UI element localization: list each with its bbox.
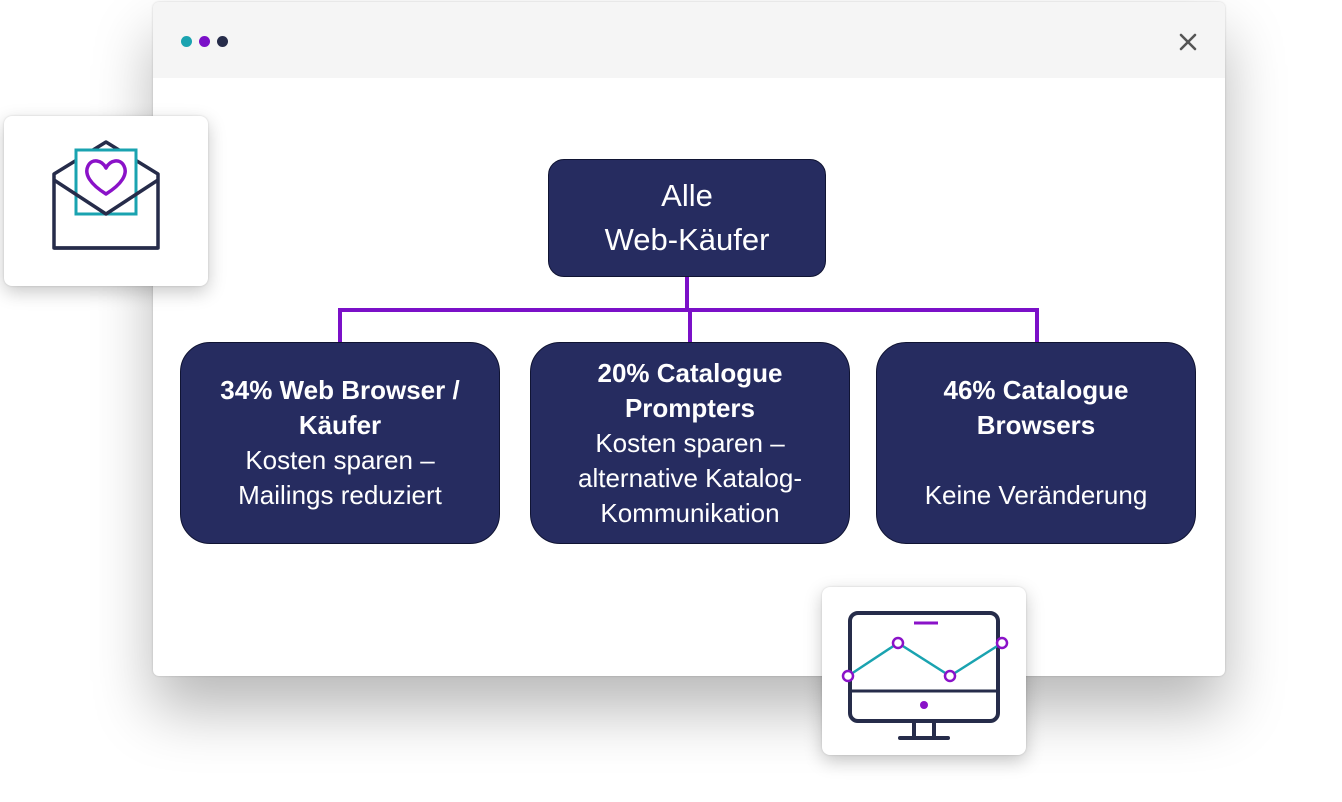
child-3-title-1: 46% Catalogue (943, 375, 1129, 405)
child-2-title-1: 20% Catalogue (597, 357, 783, 388)
window-dot-navy (217, 36, 228, 47)
child-1-desc-1: Kosten sparen – (245, 445, 435, 475)
child-node-catalogue-browsers: 46% Catalogue Browsers Keine Veränderung (876, 342, 1196, 544)
child-2-desc-2: alternative Katalog- (577, 462, 803, 493)
org-chart-connectors (338, 277, 1039, 342)
child-3-desc-1: Keine Veränderung (924, 480, 1148, 510)
child-1-desc-2: Mailings reduziert (238, 480, 442, 510)
mail-card (4, 116, 208, 286)
root-line-2: Web-Käufer (604, 222, 770, 257)
child-1-title-1: 34% Web Browser / (220, 375, 460, 405)
browser-window: Alle Web-Käufer 34% Web Browser / Käufer… (153, 2, 1225, 676)
close-icon[interactable] (1174, 28, 1202, 56)
window-dot-teal (181, 36, 192, 47)
child-2-title-2: Prompters (624, 392, 756, 423)
child-2-desc-3: Kommunikation (600, 497, 780, 528)
child-2-desc-1: Kosten sparen – (595, 427, 785, 458)
child-node-catalogue-prompters: 20% Catalogue Prompters Kosten sparen – … (530, 342, 850, 544)
child-node-web-browser: 34% Web Browser / Käufer Kosten sparen –… (180, 342, 500, 544)
window-titlebar (153, 2, 1225, 78)
monitor-chart-icon (841, 611, 1009, 740)
root-node: Alle Web-Käufer (548, 159, 826, 277)
window-dot-purple (199, 36, 210, 47)
child-1-title-2: Käufer (298, 410, 382, 440)
envelope-heart-icon (52, 140, 160, 250)
child-3-title-2: Browsers (976, 410, 1096, 440)
root-line-1: Alle (661, 178, 713, 213)
monitor-card (822, 587, 1026, 755)
